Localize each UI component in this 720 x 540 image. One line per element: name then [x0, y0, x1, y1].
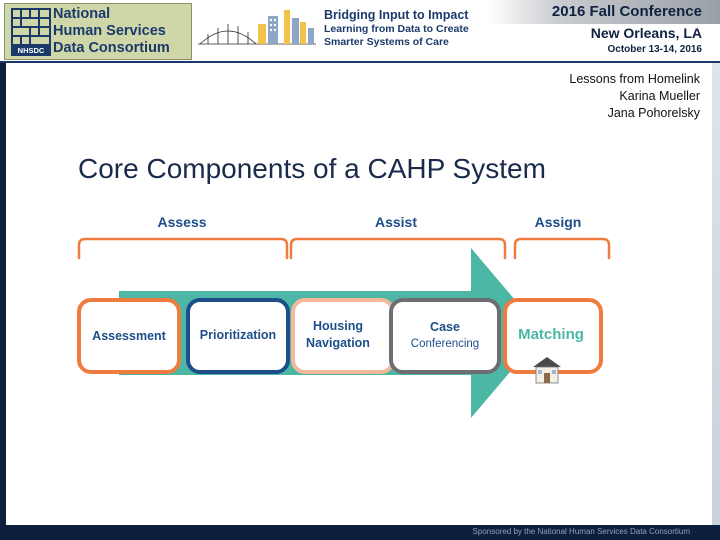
- step-label-navigation: Navigation: [306, 336, 370, 350]
- step-label-prioritization: Prioritization: [200, 328, 276, 342]
- presenter-1: Karina Mueller: [619, 89, 700, 103]
- theme-title: Bridging Input to Impact: [324, 8, 469, 22]
- left-edge-strip: [0, 63, 6, 525]
- process-diagram-svg: Assess Assist Assign Assessment Prioriti…: [77, 214, 611, 418]
- logo-text: National Human Services Data Consortium: [53, 6, 193, 57]
- step-label-housing: Housing: [313, 319, 363, 333]
- cahp-process-diagram: Assess Assist Assign Assessment Prioriti…: [71, 203, 617, 438]
- session-name: Lessons from Homelink: [569, 72, 700, 86]
- presenter-info: Lessons from Homelink Karina Mueller Jan…: [569, 71, 700, 122]
- right-edge-strip: [712, 63, 720, 525]
- conference-info: 2016 Fall Conference New Orleans, LA Oct…: [488, 0, 720, 61]
- conference-title: 2016 Fall Conference: [551, 3, 702, 20]
- slide-title: Core Components of a CAHP System: [78, 153, 546, 184]
- step-label-assessment: Assessment: [92, 329, 166, 343]
- logo-grid-icon: NHSDC: [11, 8, 51, 56]
- step-box-assessment: [77, 298, 181, 374]
- phase-assign: Assign: [535, 214, 582, 230]
- assess-brace: [77, 237, 289, 260]
- phase-assist: Assist: [375, 214, 417, 230]
- assist-brace: [289, 237, 507, 260]
- phase-assess: Assess: [157, 214, 206, 230]
- step-label-case: Case: [430, 320, 460, 334]
- step-label-matching: Matching: [518, 326, 584, 343]
- presenter-2: Jana Pohorelsky: [607, 106, 700, 120]
- conference-date: October 13-14, 2016: [607, 44, 703, 55]
- footer-sponsor-text: Sponsored by the National Human Services…: [472, 527, 690, 536]
- assign-brace: [513, 237, 611, 260]
- footer-bar: Sponsored by the National Human Services…: [0, 525, 720, 540]
- nhsdc-logo: NHSDC National Human Services Data Conso…: [4, 3, 192, 60]
- city-skyline-icon: [198, 10, 316, 45]
- step-label-conferencing: Conferencing: [411, 338, 479, 350]
- logo-line-3: Data Consortium: [53, 40, 170, 56]
- step-box-case-conferencing: [389, 298, 501, 374]
- house-icon: [533, 357, 561, 384]
- conference-title-bar: 2016 Fall Conference: [488, 0, 720, 24]
- logo-badge: NHSDC: [18, 46, 45, 55]
- phase-braces: [77, 237, 611, 260]
- conference-city: New Orleans, LA: [590, 25, 702, 41]
- logo-line-1: National: [53, 6, 111, 22]
- theme-subtitle-2: Smarter Systems of Care: [324, 36, 449, 48]
- conference-banner: NHSDC National Human Services Data Conso…: [0, 0, 720, 63]
- step-box-prioritization: [186, 298, 290, 374]
- logo-line-2: Human Services: [53, 23, 166, 39]
- theme-subtitle-1: Learning from Data to Create: [324, 23, 469, 35]
- conference-theme: Bridging Input to Impact Learning from D…: [324, 8, 494, 49]
